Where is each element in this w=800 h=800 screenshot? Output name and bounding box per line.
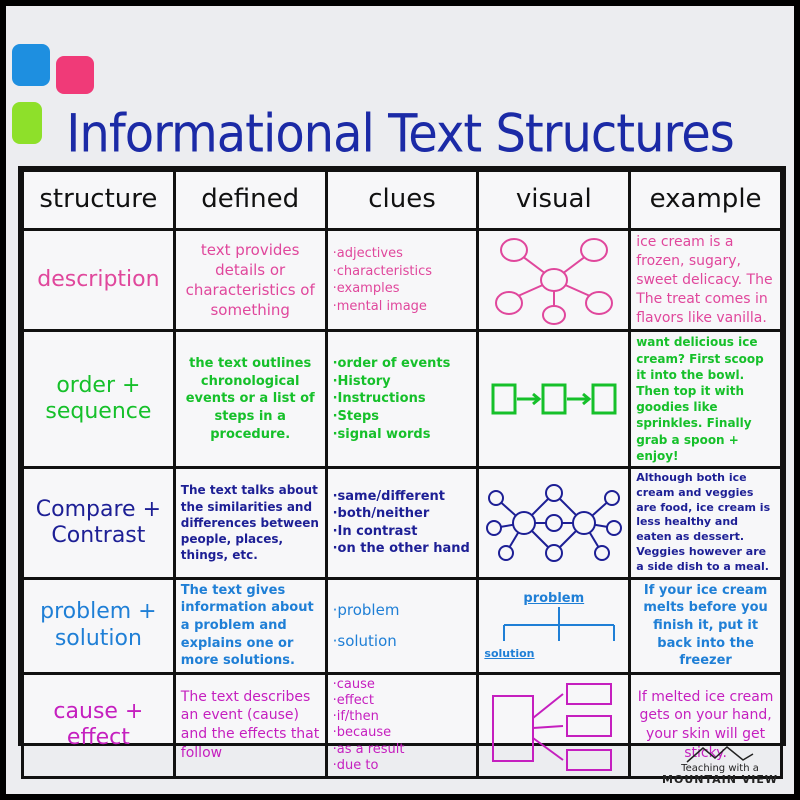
row-description: description text provides details or cha…	[21, 227, 783, 333]
visual-cell	[476, 329, 632, 469]
tree-diagram-icon	[503, 607, 616, 642]
example-cell: Although both ice cream and veggies are …	[628, 465, 783, 580]
clue: adjectives	[333, 245, 472, 263]
clues-cell: adjectives characteristics examples ment…	[324, 227, 480, 333]
clue: Steps	[333, 408, 472, 426]
clue: on the other hand	[333, 540, 472, 558]
row-order-sequence: order + sequence the text outlines chron…	[21, 329, 783, 469]
structure-cell: description	[21, 227, 176, 333]
double-bubble-map-icon	[486, 483, 623, 562]
clues-cell: order of events History Instructions Ste…	[324, 329, 480, 469]
row-compare-contrast: Compare + Contrast The text talks about …	[21, 465, 783, 580]
anchor-chart-table: structure defined clues visual example d…	[18, 166, 786, 780]
clue: both/neither	[333, 505, 472, 523]
visual-cell: problem solution	[476, 576, 632, 675]
defined-cell: text provides details or characteristics…	[172, 227, 328, 333]
solution-label: solution	[484, 647, 535, 661]
header-defined: defined	[172, 169, 328, 231]
problem-label: problem	[523, 590, 585, 606]
photo-frame: Informational Text Structures structure …	[6, 6, 794, 794]
defined-cell: the text outlines chronological events o…	[172, 329, 328, 469]
header-row: structure defined clues visual example	[21, 169, 783, 231]
defined-cell: The text talks about the similarities an…	[172, 465, 328, 580]
clue: order of events	[333, 355, 472, 373]
structure-cell: problem + solution	[21, 576, 176, 675]
structure-cell: cause + effect	[21, 671, 176, 780]
clue: same/different	[333, 488, 472, 506]
watermark-line2: MOUNTAIN VIEW	[662, 772, 778, 786]
web-diagram-icon	[494, 238, 613, 326]
clue: History	[333, 373, 472, 391]
clue: solution	[333, 631, 472, 651]
clue: due to	[333, 758, 472, 774]
clue: effect	[333, 693, 472, 709]
defined-cell: The text describes an event (cause) and …	[172, 671, 328, 780]
sequence-boxes-icon	[491, 383, 617, 415]
example-cell: ice cream is a frozen, sugary, sweet del…	[628, 227, 783, 333]
clue: because	[333, 725, 472, 741]
defined-cell: The text gives information about a probl…	[172, 576, 328, 675]
green-magnet	[12, 102, 42, 144]
clue: as a result	[333, 742, 472, 758]
header-visual: visual	[476, 169, 632, 231]
clue: Instructions	[333, 390, 472, 408]
clues-cell: cause effect if/then because as a result…	[324, 671, 480, 780]
structure-cell: Compare + Contrast	[21, 465, 176, 580]
clue: examples	[333, 280, 472, 298]
pink-magnet	[56, 56, 94, 94]
clue: signal words	[333, 426, 472, 444]
example-cell: want delicious ice cream? First scoop it…	[628, 329, 783, 469]
structure-cell: order + sequence	[21, 329, 176, 469]
mountain-icon	[686, 745, 754, 763]
header-structure: structure	[21, 169, 176, 231]
clue: problem	[333, 600, 472, 620]
blue-magnet	[12, 44, 50, 86]
example-cell: If your ice cream melts before you finis…	[628, 576, 783, 675]
example-cell: If melted ice cream gets on your hand, y…	[628, 671, 783, 780]
visual-cell	[476, 465, 632, 580]
chart-title: Informational Text Structures	[66, 103, 735, 165]
watermark-line1: Teaching with a	[681, 762, 759, 774]
visual-cell	[476, 671, 632, 780]
clue: if/then	[333, 709, 472, 725]
row-problem-solution: problem + solution The text gives inform…	[21, 576, 783, 675]
clue: characteristics	[333, 263, 472, 281]
cause-effect-diagram-icon	[491, 682, 612, 771]
header-example: example	[628, 169, 783, 231]
row-cause-effect: cause + effect The text describes an eve…	[21, 671, 783, 780]
visual-cell	[476, 227, 632, 333]
clue: mental image	[333, 298, 472, 316]
clue: In contrast	[333, 523, 472, 541]
clues-cell: same/different both/neither In contrast …	[324, 465, 480, 580]
watermark-logo: Teaching with a MOUNTAIN VIEW	[662, 745, 778, 786]
header-clues: clues	[324, 169, 480, 231]
clues-cell: problem solution	[324, 576, 480, 675]
clue: cause	[333, 677, 472, 693]
